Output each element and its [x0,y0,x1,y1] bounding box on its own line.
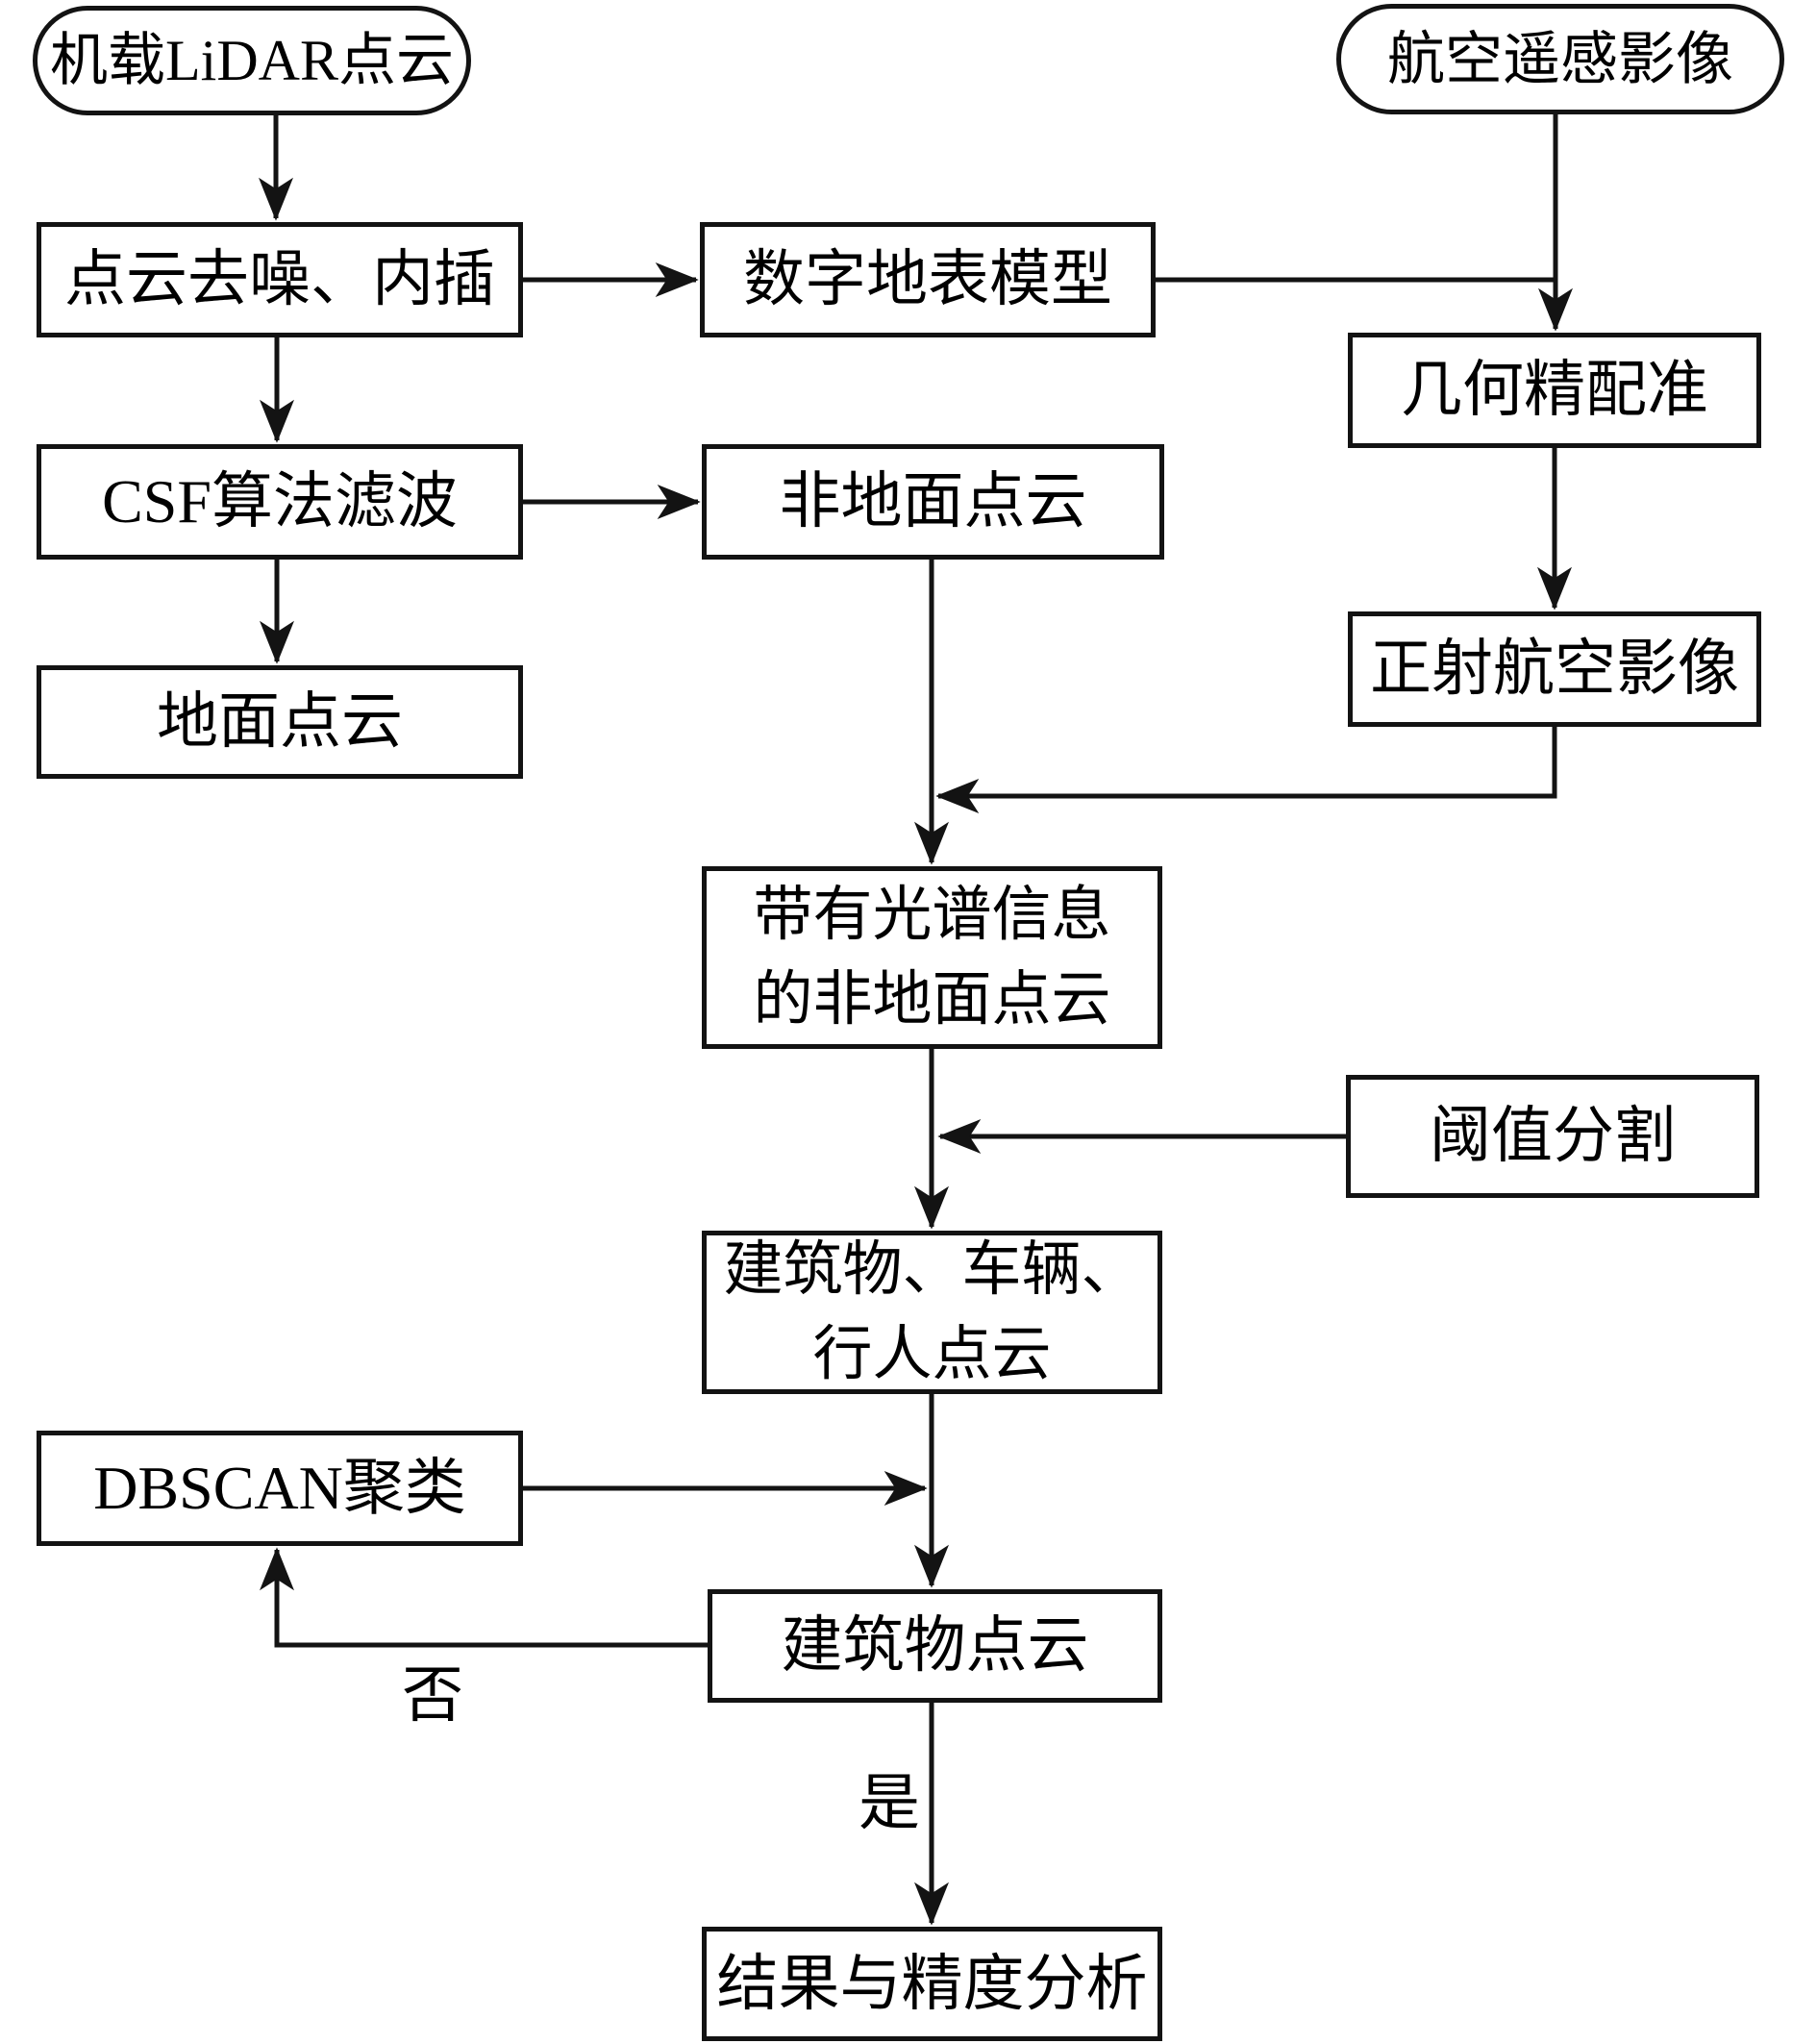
node-label: 阈值分割 [1430,1102,1676,1171]
node-label: CSF算法滤波 [102,467,458,536]
node-label-line2: 行人点云 [812,1322,1052,1387]
edge-building-no-dbscan [260,1547,708,1648]
node-point-cloud-denoise-interpolation: 点云去噪、内插 [37,222,523,337]
node-digital-surface-model: 数字地表模型 [700,222,1156,337]
edge-label-yes: 是 [859,1769,920,1837]
edge-label-no: 否 [402,1661,463,1730]
node-building-vehicle-pedestrian-point-cloud: 建筑物、车辆、行人点云 [702,1231,1162,1394]
node-result-accuracy-analysis: 结果与精度分析 [702,1927,1162,2041]
node-label: 地面点云 [157,687,403,757]
node-label: 非地面点云 [779,467,1087,536]
node-geometric-fine-registration: 几何精配准 [1348,333,1761,448]
node-label-line2: 的非地面点云 [753,967,1111,1033]
node-label: DBSCAN聚类 [93,1454,466,1523]
node-building-point-cloud: 建筑物点云 [708,1589,1162,1703]
node-label-line1: 建筑物、车辆、 [723,1236,1141,1303]
node-non-ground-point-cloud: 非地面点云 [702,444,1164,560]
node-dbscan-clustering: DBSCAN聚类 [37,1431,523,1546]
node-label: 航空遥感影像 [1387,27,1733,91]
node-label: 正射航空影像 [1370,635,1739,704]
node-label: 几何精配准 [1401,356,1708,425]
node-csf-filtering: CSF算法滤波 [37,444,523,560]
node-label: 带有光谱信息的非地面点云 [753,873,1110,1042]
node-threshold-segmentation: 阈值分割 [1346,1075,1759,1198]
node-label: 点云去噪、内插 [64,245,495,314]
node-ortho-aerial-image: 正射航空影像 [1348,611,1761,727]
node-ground-point-cloud: 地面点云 [37,665,523,779]
node-aerial-remote-sensing-image: 航空遥感影像 [1336,4,1784,114]
edge-ortho-join [935,727,1557,813]
node-spectral-non-ground-point-cloud: 带有光谱信息的非地面点云 [702,866,1162,1049]
node-label: 建筑物点云 [781,1611,1089,1681]
node-airborne-lidar-point-cloud: 机载LiDAR点云 [33,6,471,115]
node-label-line1: 带有光谱信息 [753,882,1111,948]
node-label: 数字地表模型 [743,245,1112,314]
node-label: 建筑物、车辆、行人点云 [723,1228,1140,1397]
node-label: 结果与精度分析 [716,1949,1148,2018]
node-label: 机载LiDAR点云 [50,29,454,92]
